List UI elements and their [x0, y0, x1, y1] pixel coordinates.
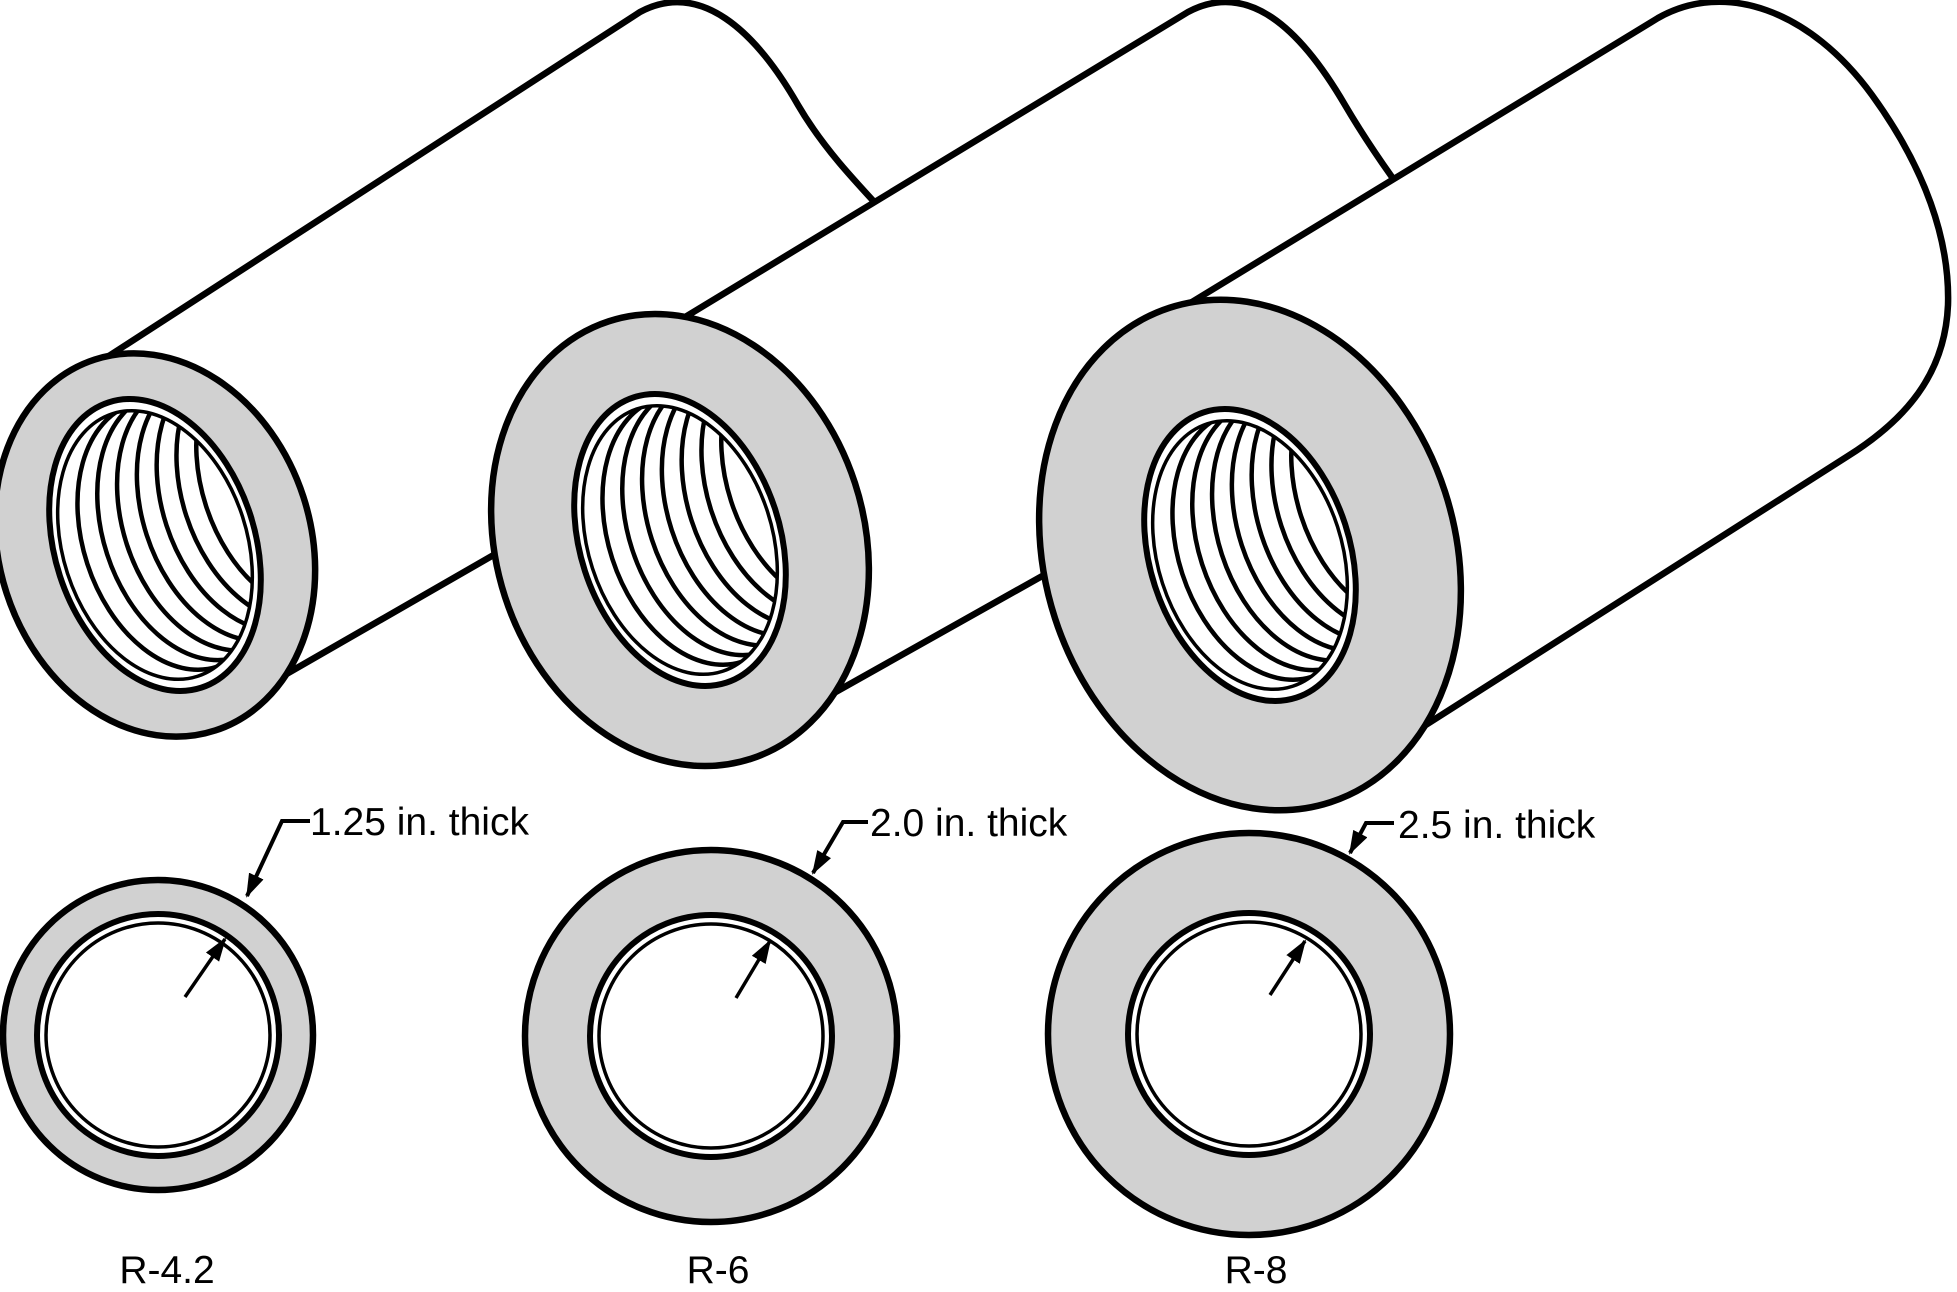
thickness-label: 2.0 in. thick	[870, 802, 1068, 845]
wall-arrow	[734, 939, 772, 999]
thickness-leader-arrow	[1348, 821, 1394, 855]
thickness-label: 1.25 in. thick	[310, 801, 529, 844]
bore-circle	[34, 911, 282, 1159]
section-label: R-4.2	[119, 1249, 214, 1292]
bore-circle	[1125, 910, 1373, 1158]
pipe-wall-circle	[44, 921, 272, 1149]
pipe-bore	[46, 396, 264, 694]
section-label: R-6	[687, 1249, 750, 1292]
bore-circle	[587, 912, 835, 1160]
thickness-leader-arrow	[245, 819, 310, 898]
pipe-3d-r8	[1035, 0, 1952, 814]
cross-section-r6: 2.0 in. thick R-6	[521, 802, 1068, 1292]
section-label: R-8	[1225, 1249, 1288, 1292]
wall-arrow	[183, 937, 227, 998]
cross-section-r8: 2.5 in. thick R-8	[1044, 804, 1596, 1292]
wall-arrow	[1268, 939, 1307, 996]
thickness-leader-arrow	[811, 820, 868, 875]
pipe-wall-circle	[1135, 920, 1363, 1148]
pipe-bore	[1141, 406, 1359, 704]
thickness-label: 2.5 in. thick	[1398, 804, 1596, 847]
cross-section-r42: 1.25 in. thick R-4.2	[0, 801, 529, 1292]
pipe-3d-r6	[487, 0, 1502, 770]
pipe-bore	[571, 391, 789, 689]
pipe-wall-circle	[597, 922, 825, 1150]
pipe-3d-r42	[0, 0, 959, 740]
